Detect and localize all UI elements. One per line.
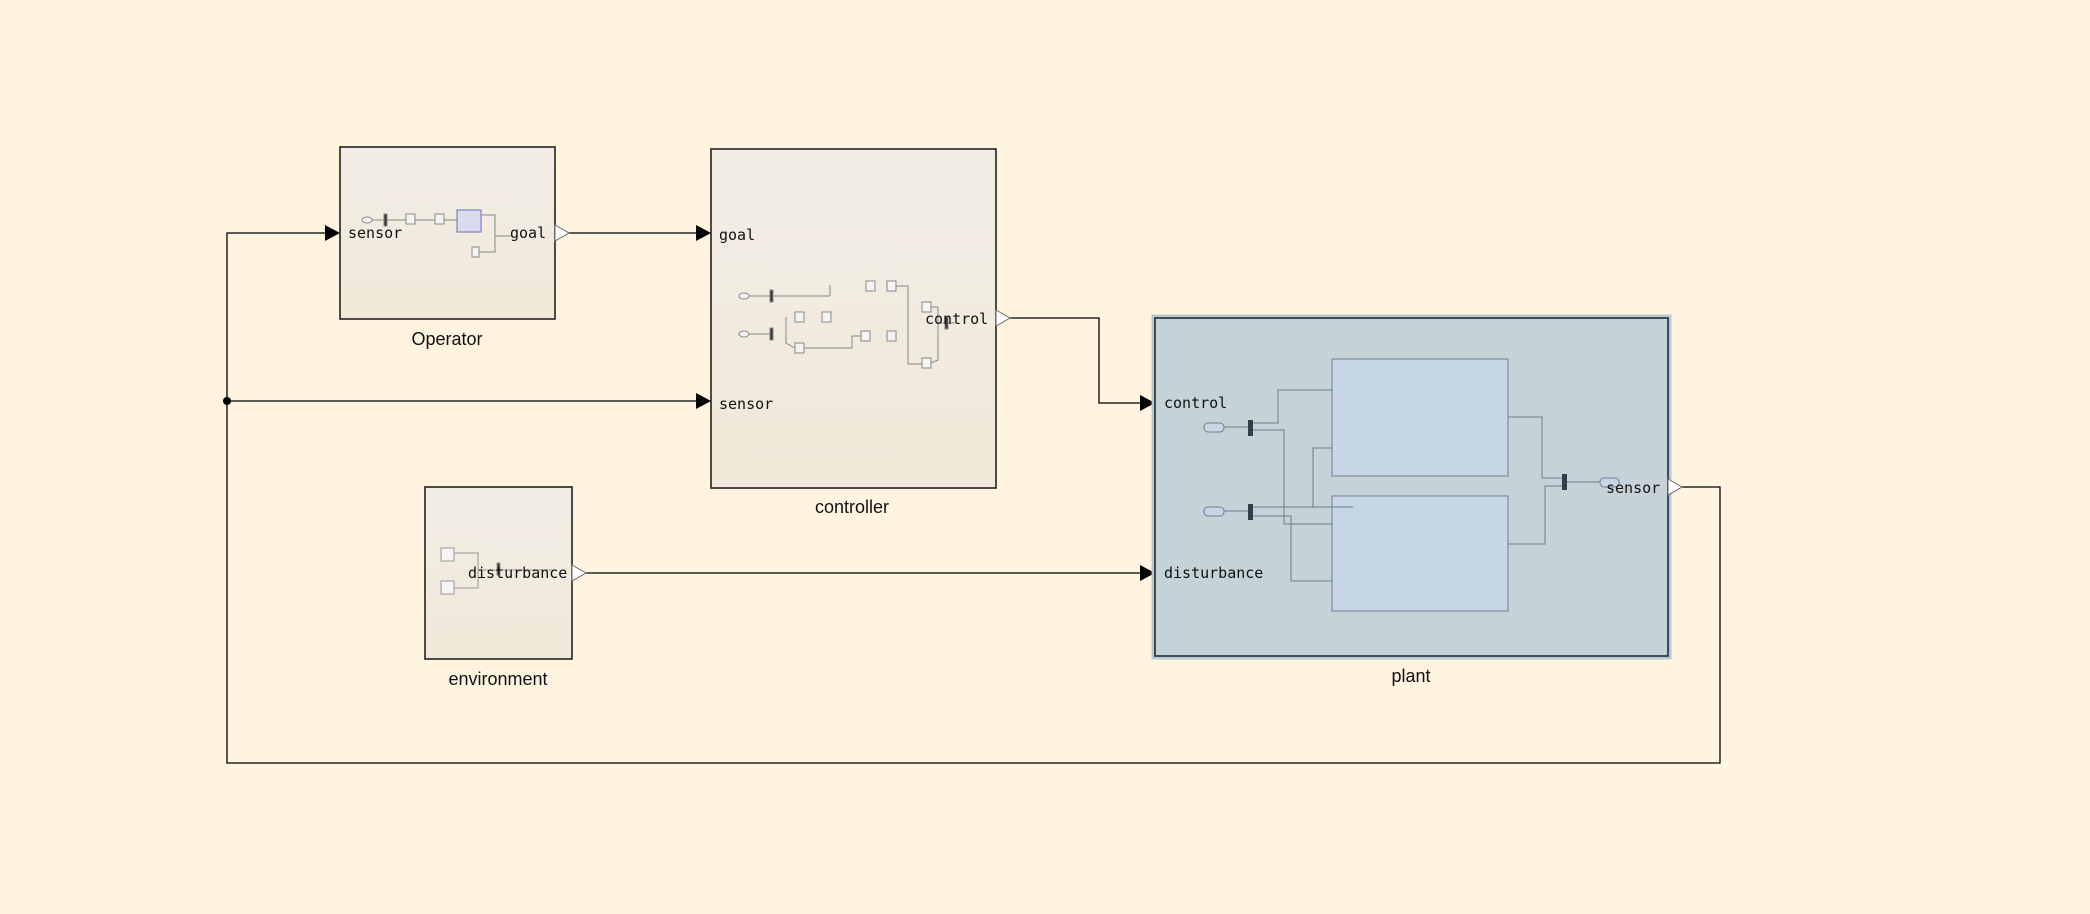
operator-contents [361,209,512,258]
plant-input-disturbance: disturbance [1164,564,1263,582]
output-port-icon[interactable] [1667,478,1684,496]
plant-contents [1203,358,1620,612]
plant-block[interactable]: control disturbance sensor plant [1151,314,1684,686]
plant-subsystem-2 [1331,495,1509,612]
environment-label: environment [448,669,547,689]
arrow-icon [1140,395,1155,411]
controller-output-control: control [925,310,988,328]
arrow-icon [696,225,711,241]
output-port-icon[interactable] [554,224,571,242]
controller-input-goal: goal [719,226,755,244]
plant-subsystem-1 [1331,358,1509,477]
environment-output-disturbance: disturbance [468,564,567,582]
arrow-icon [696,393,711,409]
output-port-icon[interactable] [571,564,588,582]
controller-contents [738,280,955,369]
plant-input-control: control [1164,394,1227,412]
operator-label: Operator [411,329,482,349]
operator-input-sensor: sensor [348,224,402,242]
branch-point [223,397,231,405]
controller-label: controller [815,497,889,517]
input-arrowheads [325,225,1155,581]
controller-input-sensor: sensor [719,395,773,413]
operator-block[interactable]: sensor goal Operator [339,146,571,349]
signal-feedback-sensor[interactable] [226,232,1721,764]
operator-output-goal: goal [510,224,546,242]
environment-contents [440,547,555,595]
signal-control[interactable] [1009,317,1144,404]
controller-block[interactable]: goal sensor control controller [710,148,1012,517]
plant-label: plant [1391,666,1430,686]
arrow-icon [1140,565,1155,581]
arrow-icon [325,225,340,241]
plant-output-sensor: sensor [1606,479,1660,497]
environment-block[interactable]: disturbance environment [424,486,588,689]
output-port-icon[interactable] [995,309,1012,327]
